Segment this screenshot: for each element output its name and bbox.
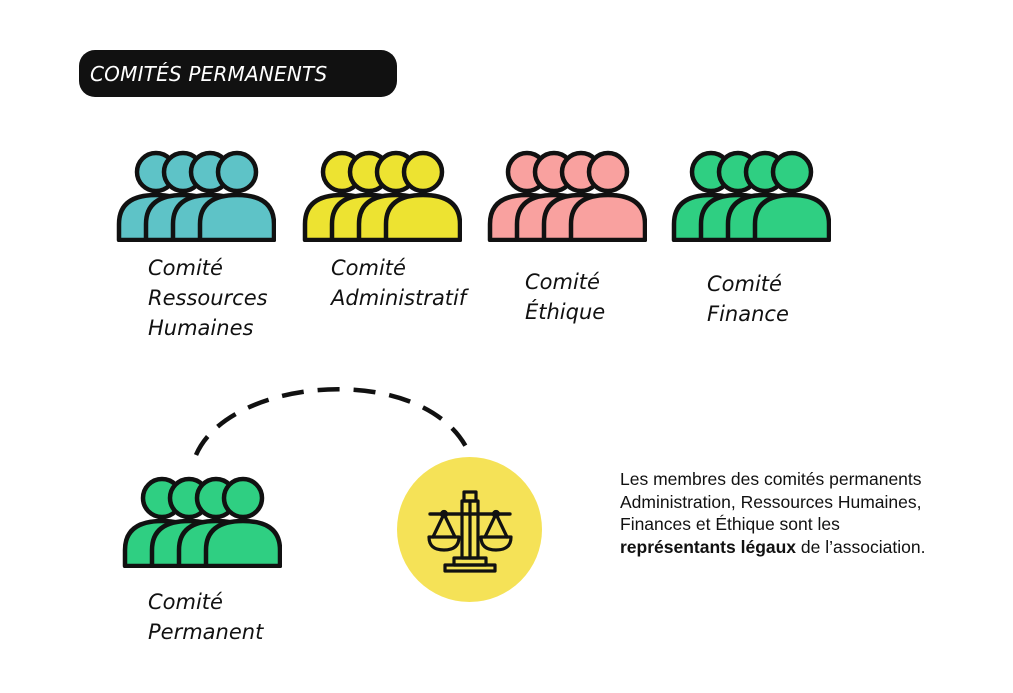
person-figure bbox=[203, 476, 282, 568]
committee-label-finance: Comité Finance bbox=[707, 269, 789, 329]
committee-label-line: Finance bbox=[707, 302, 789, 326]
description-bold: représentants légaux bbox=[620, 536, 797, 557]
section-title: COMITÉS PERMANENTS bbox=[79, 50, 397, 97]
committee-label-line: Comité bbox=[331, 256, 406, 280]
committee-label-line: Administratif bbox=[331, 286, 467, 310]
people-group-icon-ethique bbox=[487, 150, 647, 242]
section-title-text: COMITÉS PERMANENTS bbox=[90, 61, 328, 86]
person-figure bbox=[568, 150, 647, 242]
description-text-before: Les membres des comités permanents Admin… bbox=[620, 469, 922, 534]
committee-label-line: Éthique bbox=[525, 300, 606, 324]
committee-label-line: Comité bbox=[707, 272, 782, 296]
scales-badge bbox=[397, 457, 542, 602]
committee-label-line: Permanent bbox=[148, 620, 264, 644]
people-group-icon-finance bbox=[671, 150, 831, 242]
committee-label-rh: Comité Ressources Humaines bbox=[148, 253, 268, 343]
people-group-icon-permanent bbox=[122, 476, 282, 568]
people-group-icon-administratif bbox=[302, 150, 462, 242]
person-figure bbox=[383, 150, 462, 242]
committee-label-line: Comité bbox=[148, 256, 223, 280]
committee-label-permanent: Comité Permanent bbox=[148, 587, 263, 647]
committee-label-administratif: Comité Administratif bbox=[331, 253, 466, 313]
committee-label-ethique: Comité Éthique bbox=[525, 267, 605, 327]
person-figure bbox=[197, 150, 276, 242]
people-group-icon-rh bbox=[116, 150, 276, 242]
committee-label-line: Ressources bbox=[148, 286, 268, 310]
scales-of-justice-icon bbox=[426, 489, 513, 573]
committee-label-line: Humaines bbox=[148, 316, 254, 340]
person-figure bbox=[752, 150, 831, 242]
description-text-after: de l’association. bbox=[796, 536, 926, 557]
committee-label-line: Comité bbox=[525, 270, 600, 294]
description-text: Les membres des comités permanents Admin… bbox=[620, 468, 950, 558]
committee-label-line: Comité bbox=[148, 590, 223, 614]
